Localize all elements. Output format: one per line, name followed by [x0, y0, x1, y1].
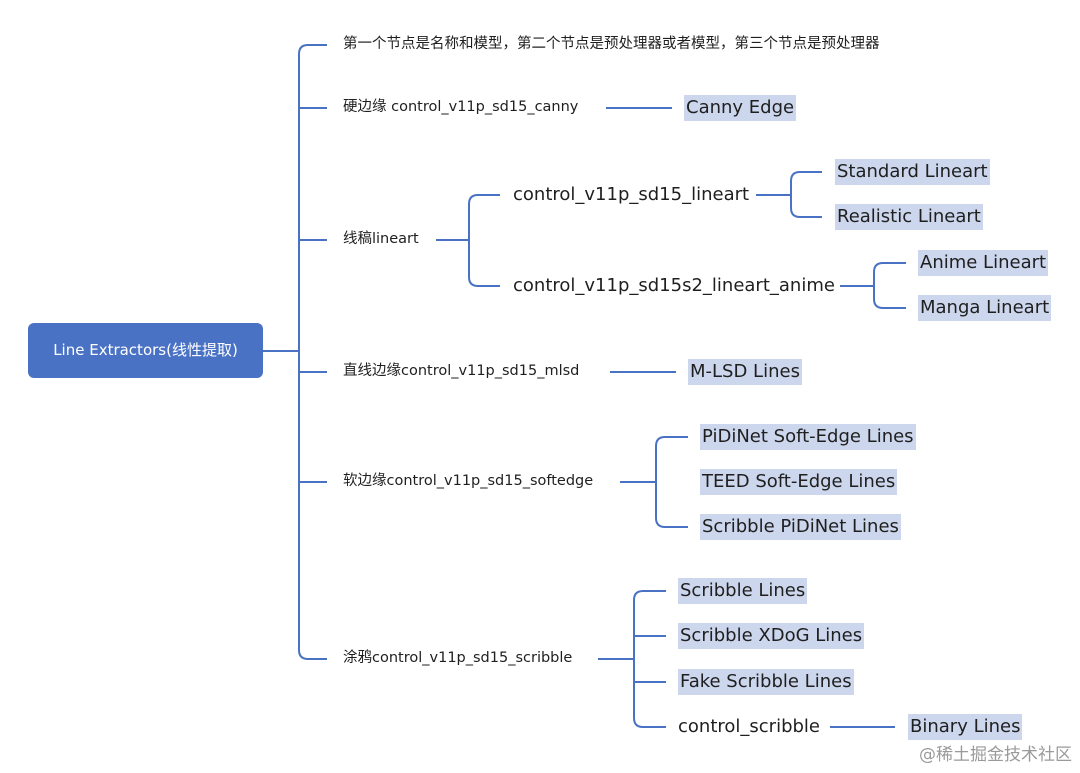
leaf-teed-softedge: TEED Soft-Edge Lines	[700, 469, 898, 495]
connector-lineart-anime-vert	[873, 262, 906, 309]
leaf-realistic-lineart: Realistic Lineart	[835, 204, 983, 230]
leaf-fake-scribble: Fake Scribble Lines	[678, 669, 854, 695]
leaf-manga-lineart: Manga Lineart	[918, 295, 1052, 321]
leaf-mlsd-lines: M-LSD Lines	[688, 359, 802, 385]
branch-softedge: 软边缘control_v11p_sd15_softedge	[343, 473, 594, 489]
branch-note: 第一个节点是名称和模型，第二个节点是预处理器或者模型，第三个节点是预处理器	[343, 36, 880, 52]
branch-canny: 硬边缘 control_v11p_sd15_canny	[343, 99, 579, 115]
branch-lineart: 线稿lineart	[343, 231, 419, 247]
node-lineart-model: control_v11p_sd15_lineart	[513, 184, 750, 205]
node-control-scribble: control_scribble	[678, 716, 820, 737]
leaf-binary-lines: Binary Lines	[908, 714, 1023, 740]
node-lineart-anime-model: control_v11p_sd15s2_lineart_anime	[513, 275, 835, 296]
connector-scribble-vert	[633, 590, 666, 728]
leaf-scribble-xdog: Scribble XDoG Lines	[678, 623, 865, 649]
connector-lineart-vert	[468, 194, 500, 287]
leaf-scribble-lines: Scribble Lines	[678, 578, 808, 604]
leaf-canny-edge: Canny Edge	[684, 95, 797, 121]
branch-mlsd: 直线边缘control_v11p_sd15_mlsd	[343, 363, 580, 379]
leaf-scribble-pidinet: Scribble PiDiNet Lines	[700, 514, 901, 540]
connector-lineart-std-vert	[790, 171, 822, 218]
leaf-pidinet-softedge: PiDiNet Soft-Edge Lines	[700, 424, 916, 450]
leaf-standard-lineart: Standard Lineart	[835, 159, 990, 185]
root-node: Line Extractors(线性提取)	[28, 323, 263, 378]
branch-scribble: 涂鸦control_v11p_sd15_scribble	[343, 650, 573, 666]
watermark: @稀土掘金技术社区	[919, 745, 1072, 765]
leaf-anime-lineart: Anime Lineart	[918, 250, 1049, 276]
connector-softedge-vert	[655, 436, 688, 528]
connector-trunk	[298, 44, 327, 660]
